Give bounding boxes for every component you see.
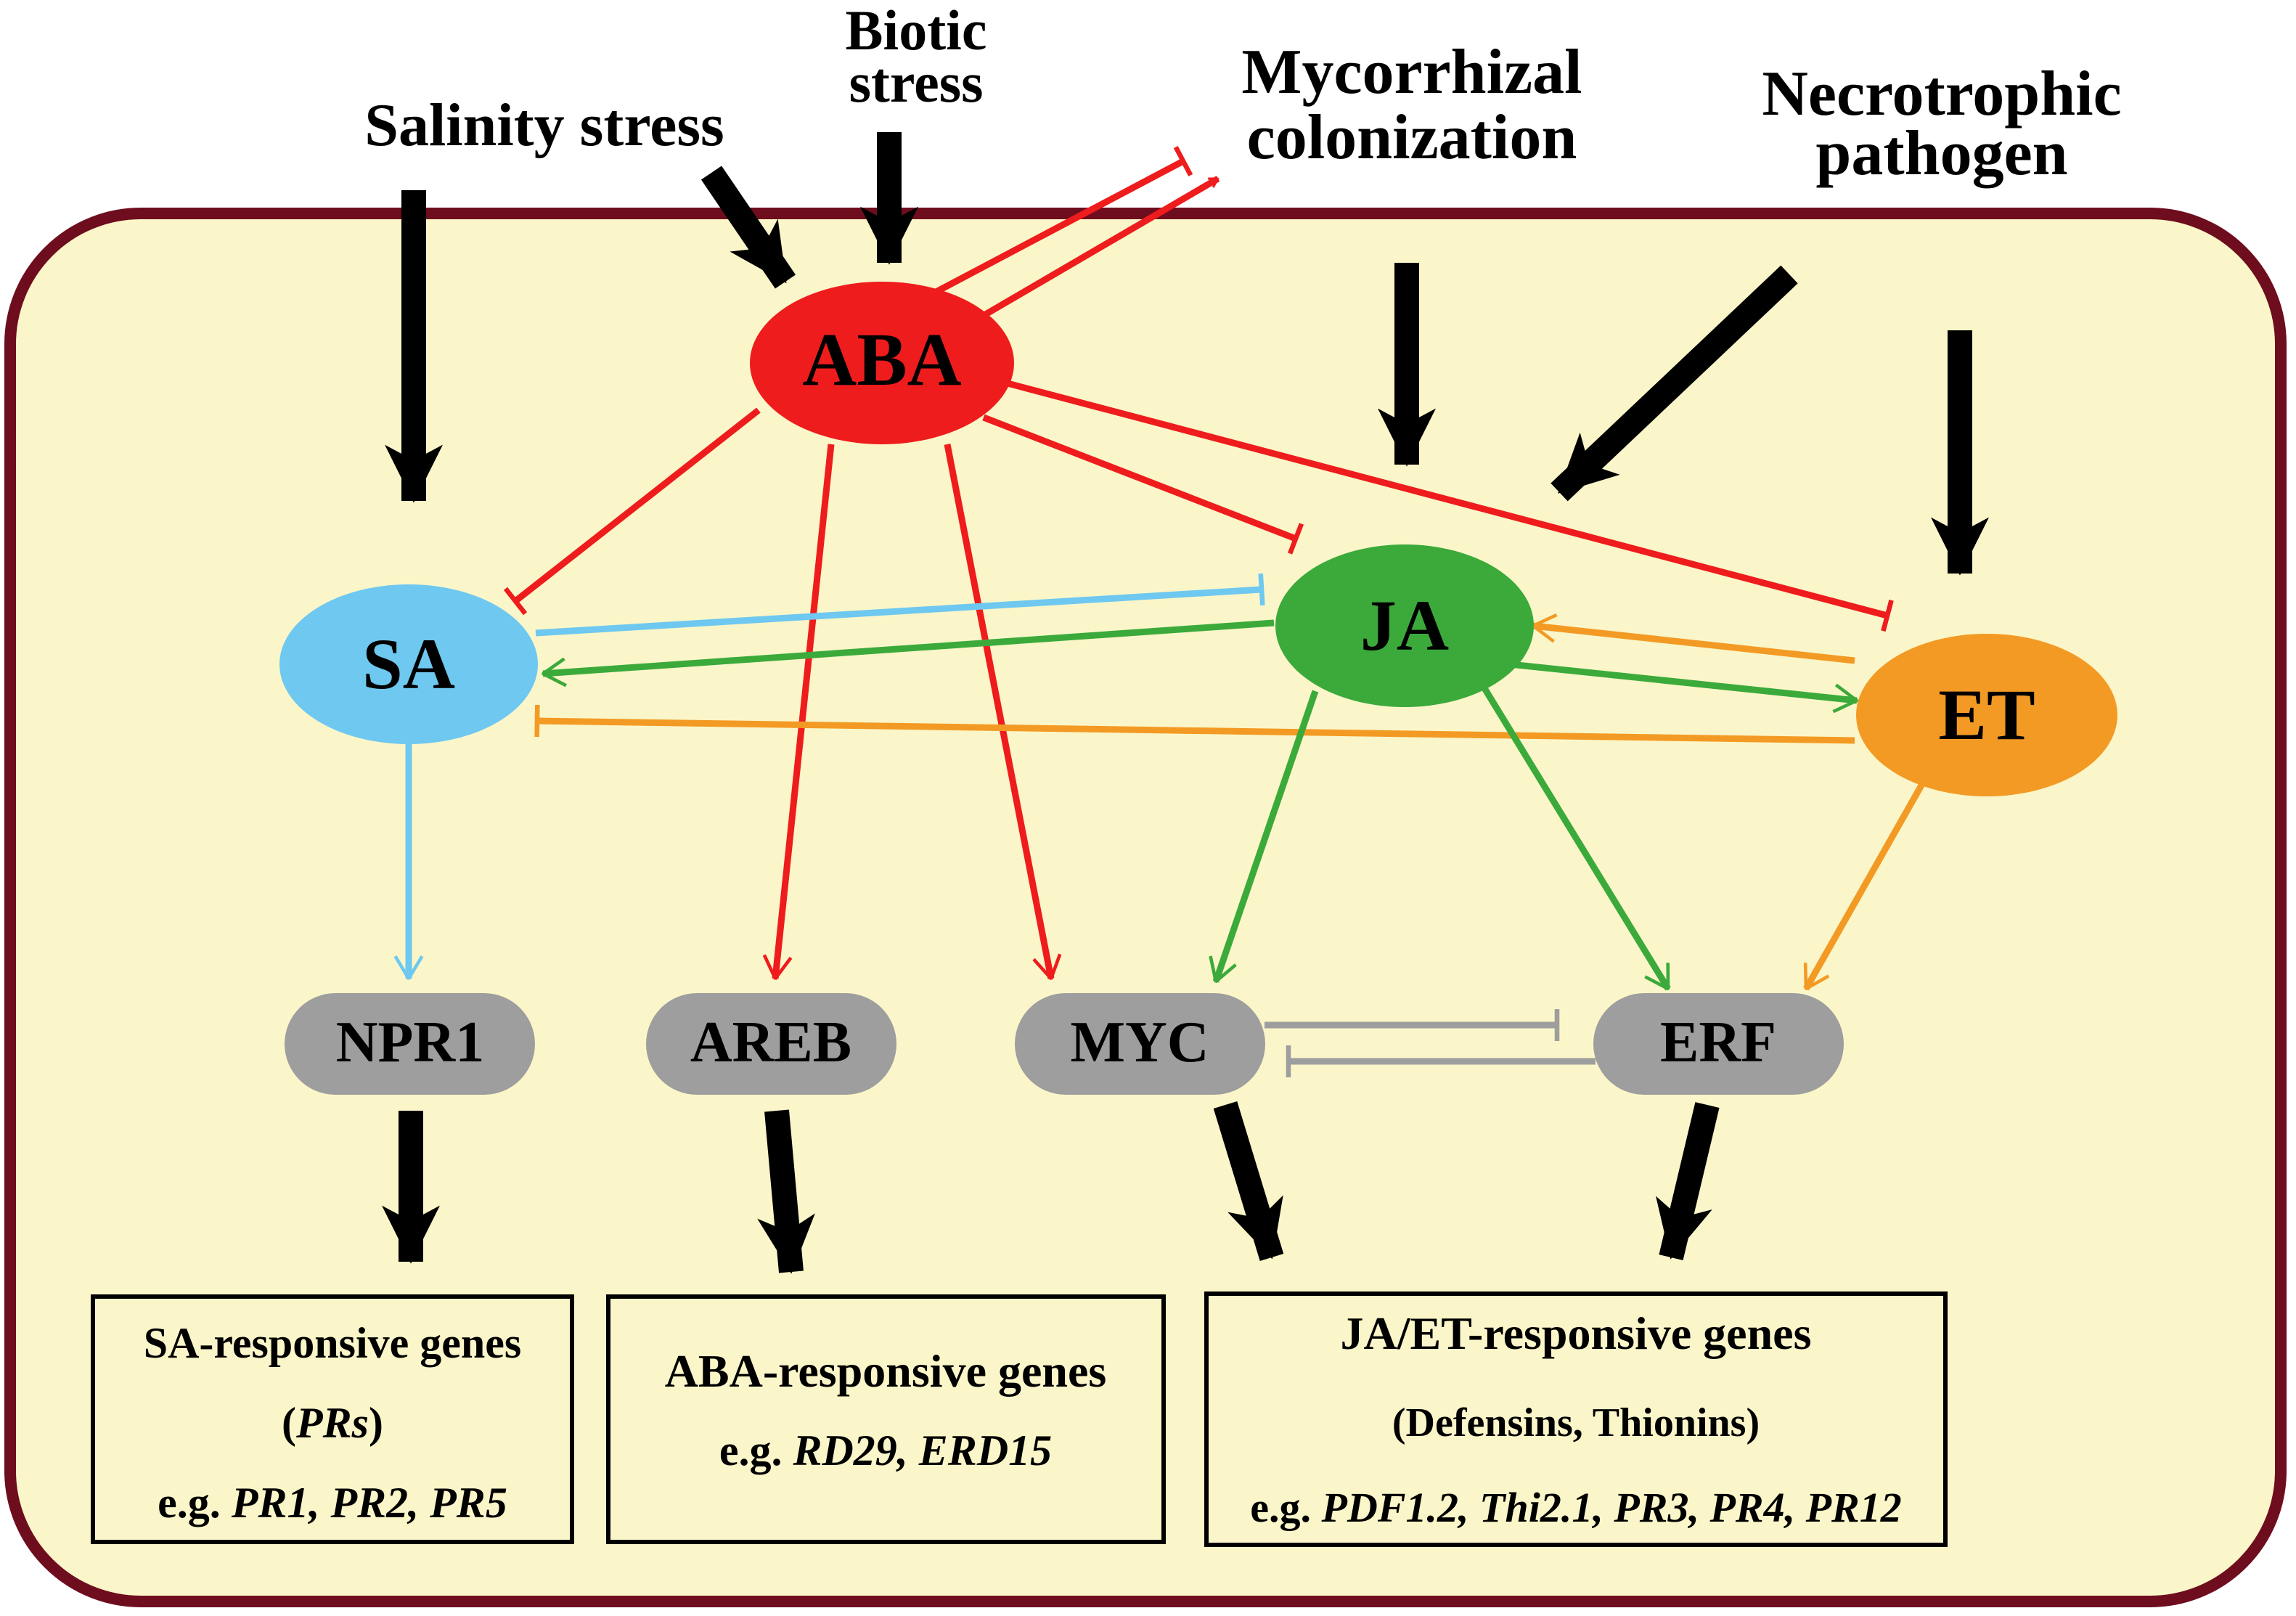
- aba-label: ABA: [802, 318, 962, 401]
- ja-label: JA: [1360, 585, 1449, 666]
- aba-edges: [503, 146, 1894, 979]
- jaet-genes-box: [1204, 1291, 1948, 1547]
- areb-to-aba-genes-arrow: [757, 1109, 815, 1274]
- ja-to-et-line: [1509, 661, 1857, 701]
- aba-inhibits-myco-line: [916, 146, 1193, 304]
- aba-inhibits-ja-line: [982, 414, 1304, 555]
- aba-inhibits-sa-line: [503, 407, 761, 616]
- mycorrhizal-colonization-label-line1: Mycorrhizal: [1241, 37, 1582, 107]
- erf-node: [1593, 993, 1844, 1095]
- salinity-stress-label: Salinity stress: [364, 91, 724, 159]
- aba-genes-box: [606, 1294, 1166, 1544]
- ja-node: [1275, 544, 1534, 707]
- myc-label: MYC: [1070, 1011, 1209, 1074]
- mycorrhizal-colonization-label-line2: colonization: [1247, 102, 1577, 173]
- ja-to-erf-line: [1482, 686, 1671, 989]
- sa-genes-box: [91, 1294, 574, 1544]
- biotic-stress-label-line1: Biotic: [846, 0, 987, 62]
- necrotrophic-pathogen-label-line1: Necrotrophic: [1762, 59, 2121, 129]
- myc-node: [1015, 993, 1265, 1095]
- biotic-stress-label-line2: stress: [849, 51, 984, 114]
- areb-node: [646, 993, 896, 1095]
- stimulus-arrows: [382, 132, 1989, 1274]
- aba-genes-examples: e.g. RD29, ERD15: [719, 1427, 1052, 1474]
- erf-label: ERF: [1660, 1011, 1776, 1074]
- cell-background: [4, 208, 2287, 1607]
- aba-inhibits-et-line: [1006, 380, 1894, 632]
- sa-label: SA: [362, 624, 455, 704]
- et-node: [1856, 634, 2117, 796]
- npr1-label: NPR1: [336, 1011, 484, 1074]
- sa-node: [279, 584, 538, 744]
- jaet-genes-examples: e.g. PDF1.2, Thi2.1, PR3, PR4, PR12: [1250, 1484, 1901, 1531]
- ja-to-myc-line: [1216, 690, 1319, 982]
- salinity-to-aba-arrow: [700, 166, 796, 289]
- aba-to-areb-line: [775, 444, 835, 979]
- areb-label: AREB: [690, 1011, 851, 1074]
- et-to-erf-line: [1803, 782, 1925, 989]
- jaet-genes-classes: (Defensins, Thionins): [1392, 1400, 1760, 1445]
- et-to-ja-line: [1533, 626, 1855, 664]
- sa-genes-class: (PRs): [282, 1399, 383, 1447]
- sa-genes-examples: e.g. PR1, PR2, PR5: [158, 1479, 507, 1527]
- ja-to-sa-line: [543, 619, 1275, 674]
- necrotrophic-pathogen-label-line2: pathogen: [1815, 118, 2067, 189]
- sa-genes-title: SA-responsive genes: [144, 1319, 522, 1367]
- jaet-genes-title: JA/ET-responsive genes: [1341, 1307, 1812, 1359]
- sa-inhibits-ja-line: [535, 573, 1265, 637]
- et-label: ET: [1938, 674, 2035, 755]
- aba-genes-title: ABA-responsive genes: [665, 1345, 1107, 1397]
- erf-to-jaet-genes-arrow: [1655, 1102, 1720, 1260]
- necro-to-ja-arrow: [1551, 265, 1798, 502]
- myc-to-jaet-genes-arrow: [1213, 1101, 1284, 1261]
- npr1-node: [285, 993, 535, 1095]
- aba-to-myc-line: [944, 444, 1051, 979]
- aba-promotes-myco-line: [956, 176, 1218, 333]
- et-inhibits-sa-line: [534, 704, 1855, 744]
- aba-node: [750, 282, 1014, 444]
